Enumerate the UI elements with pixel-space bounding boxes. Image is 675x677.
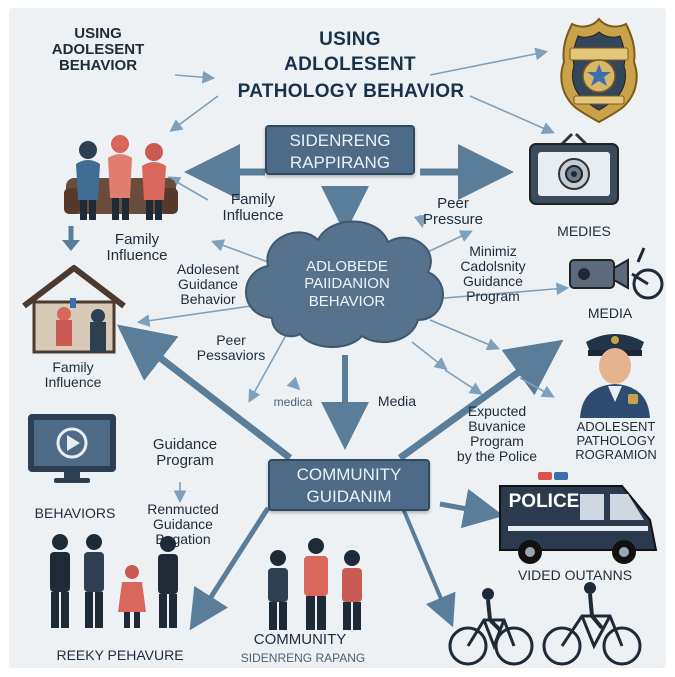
label-line: Guidance — [152, 436, 218, 453]
central-cloud-label: ADLOBEDE PAIIDANION BEHAVIOR — [272, 258, 422, 310]
cloud-line3: BEHAVIOR — [308, 292, 386, 310]
label-line: Peer — [216, 332, 246, 348]
label-line: Program — [470, 433, 524, 450]
sidenreng-box: SIDENRENG RAPPIRANG — [265, 125, 415, 175]
cloud-line1: ADLOBEDE — [306, 258, 388, 275]
label-line: Influence — [222, 207, 284, 225]
label-line: Pessaviors — [196, 347, 266, 364]
label-line: Influence — [106, 247, 168, 265]
arrow-community-to-house — [116, 324, 293, 461]
thin-arrows — [136, 47, 570, 504]
label-line: Cadolsnity — [460, 258, 526, 275]
label-family-influence-top: Family Influence — [208, 191, 298, 225]
community-people-icon — [268, 538, 362, 630]
label-peer-pessaviors: Peer Pessaviors — [186, 332, 276, 364]
label-line: ROGRAMION — [575, 447, 657, 463]
community-box-line2: GUIDANIM — [306, 487, 392, 506]
top-left-title-line1: USING — [74, 25, 122, 42]
label-media-right: MEDIA — [587, 305, 633, 321]
label-line: Minimiz — [469, 243, 517, 259]
title-line3: PATHOLOGY BEHAVIOR — [237, 81, 465, 102]
label-medica: medica — [273, 395, 313, 409]
label-line: Pressure — [422, 211, 484, 229]
label-family-influence-house: Family Influence — [28, 359, 118, 391]
top-left-title-line2: ADOLESENT — [51, 41, 145, 59]
title-line1: USING — [319, 29, 381, 50]
family-group-icon — [64, 135, 178, 220]
label-vided-outanns: VIDED OUTANNS — [517, 567, 633, 583]
label-line: Adolesent — [176, 261, 240, 277]
tv-play-icon — [28, 414, 116, 483]
label-line: Expucted — [467, 403, 527, 419]
label-line: Behavior — [180, 291, 236, 308]
house-icon — [22, 265, 126, 354]
label-line: ADOLESENT — [576, 419, 656, 434]
video-camera-icon — [569, 247, 664, 300]
label-sidenreng-bottom: SIDENRENG RAPANG — [240, 651, 366, 665]
arrow-community-to-bike — [400, 505, 456, 628]
label-line: Renmucted — [147, 501, 219, 517]
label-line: PATHOLOGY — [576, 433, 656, 449]
title-line2: ADLOLESENT — [284, 54, 416, 75]
arrow-community-to-officer — [397, 339, 564, 461]
label-line: Guidance — [178, 276, 238, 293]
police-van-label: POLICE — [508, 491, 580, 512]
police-officer-icon — [580, 334, 650, 418]
arrow-community-to-family — [189, 506, 271, 631]
label-family-influence-left: Family Influence — [92, 231, 182, 265]
sidenreng-box-line1: SIDENRENG — [289, 131, 391, 150]
label-line: Buvanice — [468, 418, 526, 435]
tv-camera-icon — [529, 132, 619, 205]
label-expucted-program: Expucted Buvanice Program by the Police — [432, 403, 562, 465]
label-media-center: Media — [377, 393, 417, 409]
label-medies: MEDIES — [557, 223, 611, 239]
label-adolesent-guidance: Adolesent Guidance Behavior — [158, 261, 258, 308]
label-line: Program — [156, 452, 214, 470]
label-community-bottom: COMMUNITY — [253, 631, 347, 648]
top-left-title-line3: BEHAVIOR — [58, 57, 138, 75]
label-line: Family — [114, 231, 160, 248]
label-guidance-program: Guidance Program — [140, 436, 230, 470]
label-line: Peer — [437, 195, 469, 212]
top-left-title: USING ADOLESENT BEHAVIOR — [28, 25, 168, 75]
thick-arrows — [116, 144, 564, 631]
community-box-line1: COMMUNITY — [296, 465, 402, 484]
cloud-line2: PAIIDANION — [304, 275, 390, 293]
police-van-icon — [499, 472, 658, 564]
label-reeky: REEKY PEHAVURE — [56, 647, 184, 663]
label-line: Influence — [44, 374, 102, 391]
family-walking-icon — [50, 534, 178, 628]
label-line: Guidance — [153, 516, 213, 533]
police-badge-icon — [560, 17, 638, 124]
bicycle-icon — [448, 582, 642, 666]
label-line: Guidance — [463, 273, 523, 290]
label-adolesent-pathology: ADOLESENT PATHOLOGY ROGRAMION — [566, 419, 666, 463]
label-line: Program — [466, 288, 520, 305]
community-box: COMMUNITY GUIDANIM — [268, 459, 430, 511]
sidenreng-box-line2: RAPPIRANG — [289, 153, 391, 172]
label-peer-pressure: Peer Pressure — [408, 195, 498, 229]
arrow-community-to-van — [439, 488, 504, 529]
label-minimize-program: Minimiz Cadolsnity Guidance Program — [438, 243, 548, 305]
label-line: Family — [52, 359, 94, 375]
label-behaviors: BEHAVIORS — [34, 505, 116, 521]
down-arrow-icon — [62, 226, 80, 251]
label-line: by the Police — [456, 448, 538, 465]
label-line: Family — [230, 191, 276, 208]
